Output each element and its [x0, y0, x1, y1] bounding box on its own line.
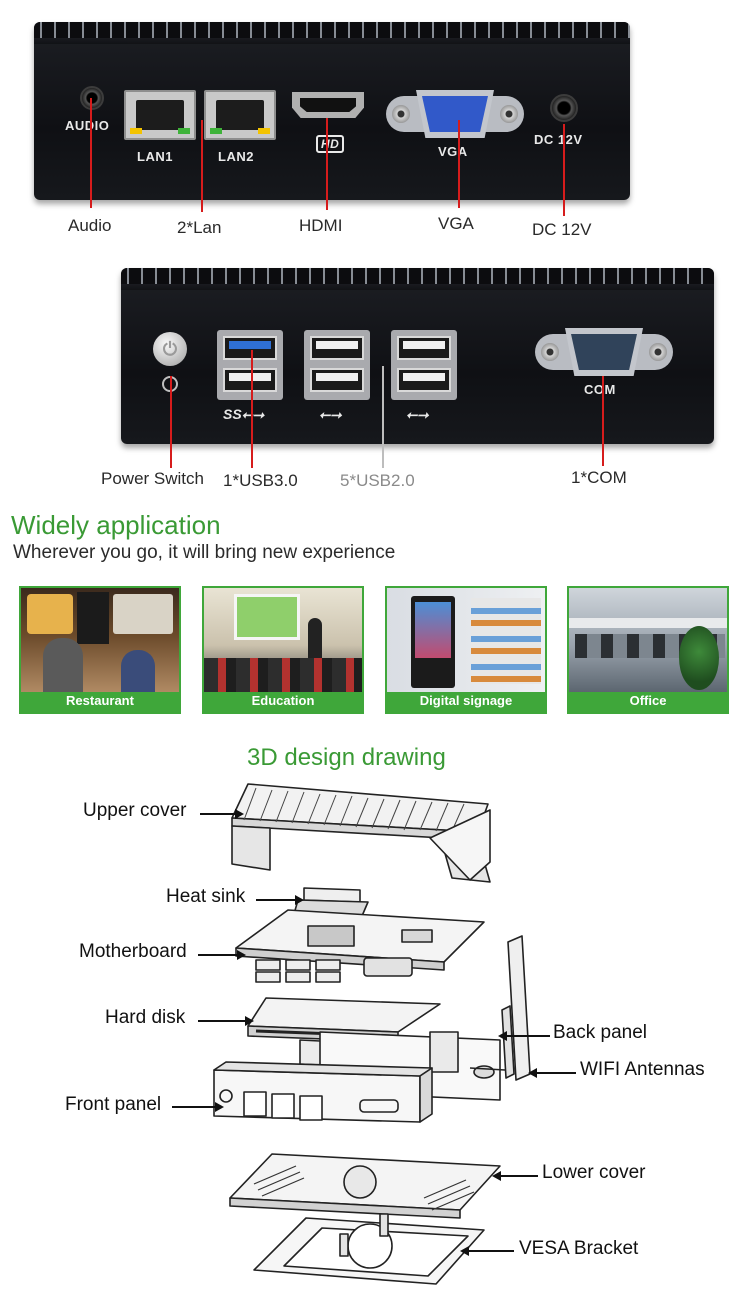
dc-callout-line	[563, 124, 565, 216]
com-label: COM	[584, 382, 616, 397]
heat-fins	[34, 22, 630, 44]
upper-cover-drawing	[231, 783, 491, 883]
leader-heat-sink	[256, 895, 304, 905]
app-card-label: Digital signage	[419, 693, 513, 708]
lan2-port-icon	[204, 90, 276, 140]
hdmi-callout-line	[326, 118, 328, 210]
leader-upper-cover	[200, 809, 244, 819]
signage-photo	[387, 588, 545, 692]
leader-motherboard	[198, 950, 246, 960]
application-title: Widely application	[11, 510, 221, 540]
hd-logo-label: HD	[316, 135, 345, 153]
audio-jack-icon	[80, 86, 104, 110]
app-card-office: Office	[567, 586, 729, 714]
app-card-label: Office	[629, 693, 667, 708]
ss-usb-symbol: SS⭠⭢	[223, 406, 265, 422]
dc-jack-icon	[550, 94, 578, 122]
usb2-callout-line	[382, 366, 384, 468]
label-back-panel: Back panel	[553, 1022, 648, 1043]
vga-label: VGA	[438, 144, 468, 159]
leader-wifi-antennas	[528, 1068, 576, 1078]
vga-callout-line	[458, 120, 460, 208]
app-card-education: Education	[202, 586, 364, 714]
front-panel-drawing	[213, 1061, 433, 1123]
audio-port-label: AUDIO	[65, 118, 110, 133]
lan2-label: LAN2	[218, 149, 254, 164]
lan-callout-line	[201, 120, 203, 212]
power-callout-line	[170, 376, 172, 468]
motherboard-drawing	[235, 909, 485, 983]
leader-lower-cover	[492, 1171, 538, 1181]
usb-symbol-icon: ⭠⭢	[319, 406, 342, 422]
lan-callout: 2*Lan	[177, 218, 222, 237]
vesa-bracket-drawing	[253, 1213, 485, 1285]
drawing-title: 3D design drawing	[247, 744, 446, 771]
com-callout-line	[602, 376, 604, 466]
leader-front-panel	[172, 1102, 224, 1112]
label-upper-cover: Upper cover	[83, 800, 187, 821]
heat-fins-front	[121, 268, 714, 290]
dc-callout: DC 12V	[532, 220, 592, 239]
label-vesa-bracket: VESA Bracket	[519, 1238, 639, 1259]
label-motherboard: Motherboard	[79, 941, 187, 962]
power-button-icon: ⏻	[153, 332, 187, 366]
restaurant-photo	[21, 588, 179, 692]
lan1-port-icon	[124, 90, 196, 140]
usb3-callout: 1*USB3.0	[223, 471, 298, 490]
leader-hard-disk	[198, 1016, 254, 1026]
dc-label: DC 12V	[534, 132, 583, 147]
com-port-icon	[535, 328, 673, 376]
usb2-callout: 5*USB2.0	[340, 471, 415, 490]
usb3-stack-icon	[217, 330, 283, 400]
app-card-label: Restaurant	[66, 693, 134, 708]
lower-cover-drawing	[229, 1153, 501, 1219]
audio-callout: Audio	[68, 216, 112, 235]
application-subtitle: Wherever you go, it will bring new exper…	[13, 542, 396, 563]
vga-port-icon	[386, 90, 524, 138]
education-photo	[204, 588, 362, 692]
label-front-panel: Front panel	[65, 1094, 162, 1115]
label-wifi-antennas: WIFI Antennas	[580, 1059, 705, 1080]
vga-callout: VGA	[438, 214, 474, 233]
audio-callout-line	[90, 98, 92, 208]
exploded-view-drawing	[213, 783, 531, 1285]
app-card-digital-signage: Digital signage	[385, 586, 547, 714]
label-heat-sink: Heat sink	[166, 886, 246, 907]
wifi-antenna-drawing	[469, 935, 531, 1081]
hdmi-callout: HDMI	[299, 216, 343, 235]
label-lower-cover: Lower cover	[542, 1162, 646, 1183]
usb-symbol-icon-2: ⭠⭢	[406, 406, 429, 422]
device-front-panel: ⏻ SS⭠⭢ ⭠⭢ ⭠⭢ COM	[121, 268, 714, 444]
leader-back-panel	[498, 1031, 550, 1041]
office-photo	[569, 588, 727, 692]
app-card-restaurant: Restaurant	[19, 586, 181, 714]
lan1-label: LAN1	[137, 149, 173, 164]
com-callout: 1*COM	[571, 468, 627, 487]
app-card-label: Education	[251, 693, 315, 708]
device-back-panel: AUDIO LAN1 LAN2 HD VGA DC 12V	[34, 22, 630, 200]
power-callout: Power Switch	[101, 469, 204, 488]
hdmi-port-icon	[292, 92, 364, 118]
leader-vesa-bracket	[460, 1246, 514, 1256]
usb3-callout-line	[251, 350, 253, 468]
label-hard-disk: Hard disk	[105, 1007, 186, 1028]
usb2-stack-1-icon	[304, 330, 370, 400]
usb2-stack-2-icon	[391, 330, 457, 400]
